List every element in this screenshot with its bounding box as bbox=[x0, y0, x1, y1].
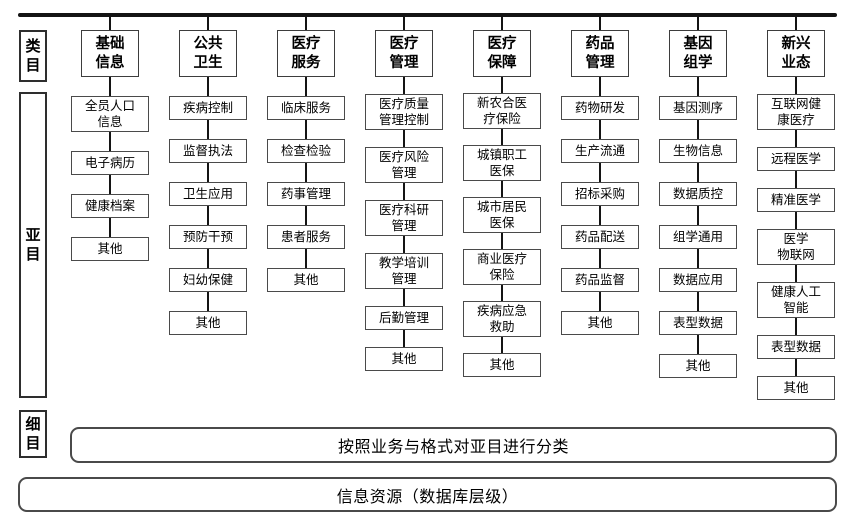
subcategory-box: 疾病应急 救助 bbox=[463, 301, 541, 337]
subcategory-box: 表型数据 bbox=[757, 335, 835, 359]
subcategory-box: 城镇职工 医保 bbox=[463, 145, 541, 181]
subcategory-box: 医疗质量 管理控制 bbox=[365, 94, 443, 130]
category-column-3: 医疗 服务临床服务检查检验药事管理患者服务其他 bbox=[264, 16, 348, 292]
category-header: 医疗 保障 bbox=[473, 30, 531, 77]
subcategory-box: 招标采购 bbox=[561, 182, 639, 206]
category-header: 基因 组学 bbox=[669, 30, 727, 77]
category-column-7: 基因 组学基因测序生物信息数据质控组学通用数据应用表型数据其他 bbox=[656, 16, 740, 378]
information-resource-banner: 信息资源（数据库层级） bbox=[18, 477, 837, 512]
category-header: 药品 管理 bbox=[571, 30, 629, 77]
subcategory-box: 医学 物联网 bbox=[757, 229, 835, 265]
subcategory-box: 预防干预 bbox=[169, 225, 247, 249]
connector-line bbox=[501, 16, 503, 376]
subcategory-box: 精准医学 bbox=[757, 188, 835, 212]
subcategory-box: 其他 bbox=[71, 237, 149, 261]
level-label-category: 类目 bbox=[19, 30, 47, 82]
connector-line bbox=[109, 16, 111, 260]
subcategory-box: 教学培训 管理 bbox=[365, 253, 443, 289]
category-column-4: 医疗 管理医疗质量 管理控制医疗风险 管理医疗科研 管理教学培训 管理后勤管理其… bbox=[362, 16, 446, 371]
connector-line bbox=[403, 16, 405, 370]
subcategory-box: 其他 bbox=[463, 353, 541, 377]
subcategory-box: 药事管理 bbox=[267, 182, 345, 206]
connector-line bbox=[207, 16, 209, 334]
subcategory-box: 生物信息 bbox=[659, 139, 737, 163]
subcategory-box: 药品配送 bbox=[561, 225, 639, 249]
category-column-6: 药品 管理药物研发生产流通招标采购药品配送药品监督其他 bbox=[558, 16, 642, 335]
subcategory-box: 健康档案 bbox=[71, 194, 149, 218]
subcategory-box: 药物研发 bbox=[561, 96, 639, 120]
subcategory-box: 检查检验 bbox=[267, 139, 345, 163]
subcategory-box: 其他 bbox=[267, 268, 345, 292]
subcategory-box: 新农合医 疗保险 bbox=[463, 93, 541, 129]
subcategory-box: 卫生应用 bbox=[169, 182, 247, 206]
subcategory-box: 数据质控 bbox=[659, 182, 737, 206]
subcategory-box: 患者服务 bbox=[267, 225, 345, 249]
subcategory-box: 生产流通 bbox=[561, 139, 639, 163]
category-header: 新兴 业态 bbox=[767, 30, 825, 77]
subcategory-box: 其他 bbox=[365, 347, 443, 371]
subcategory-box: 健康人工 智能 bbox=[757, 282, 835, 318]
subcategory-box: 组学通用 bbox=[659, 225, 737, 249]
subcategory-box: 远程医学 bbox=[757, 147, 835, 171]
subcategory-box: 临床服务 bbox=[267, 96, 345, 120]
category-column-5: 医疗 保障新农合医 疗保险城镇职工 医保城市居民 医保商业医疗 保险疾病应急 救… bbox=[460, 16, 544, 377]
subcategory-box: 互联网健 康医疗 bbox=[757, 94, 835, 130]
subcategory-box: 疾病控制 bbox=[169, 96, 247, 120]
subcategory-box: 数据应用 bbox=[659, 268, 737, 292]
category-column-8: 新兴 业态互联网健 康医疗远程医学精准医学医学 物联网健康人工 智能表型数据其他 bbox=[754, 16, 838, 400]
subcategory-box: 电子病历 bbox=[71, 151, 149, 175]
subcategory-box: 商业医疗 保险 bbox=[463, 249, 541, 285]
subcategory-box: 其他 bbox=[757, 376, 835, 400]
subcategory-box: 监督执法 bbox=[169, 139, 247, 163]
category-header: 医疗 服务 bbox=[277, 30, 335, 77]
detail-rule-banner: 按照业务与格式对亚目进行分类 bbox=[70, 427, 837, 463]
category-column-2: 公共 卫生疾病控制监督执法卫生应用预防干预妇幼保健其他 bbox=[166, 16, 250, 335]
level-label-detail: 细目 bbox=[19, 410, 47, 458]
category-column-1: 基础 信息全员人口 信息电子病历健康档案其他 bbox=[68, 16, 152, 261]
level-label-subcategory: 亚目 bbox=[19, 92, 47, 398]
subcategory-box: 城市居民 医保 bbox=[463, 197, 541, 233]
category-header: 医疗 管理 bbox=[375, 30, 433, 77]
subcategory-box: 妇幼保健 bbox=[169, 268, 247, 292]
subcategory-box: 基因测序 bbox=[659, 96, 737, 120]
category-header: 基础 信息 bbox=[81, 30, 139, 77]
subcategory-box: 其他 bbox=[659, 354, 737, 378]
subcategory-box: 医疗风险 管理 bbox=[365, 147, 443, 183]
top-connector-bar bbox=[18, 13, 837, 17]
subcategory-box: 其他 bbox=[169, 311, 247, 335]
subcategory-box: 后勤管理 bbox=[365, 306, 443, 330]
subcategory-box: 其他 bbox=[561, 311, 639, 335]
subcategory-box: 药品监督 bbox=[561, 268, 639, 292]
connector-line bbox=[599, 16, 601, 334]
subcategory-box: 全员人口 信息 bbox=[71, 96, 149, 132]
subcategory-box: 医疗科研 管理 bbox=[365, 200, 443, 236]
category-header: 公共 卫生 bbox=[179, 30, 237, 77]
subcategory-box: 表型数据 bbox=[659, 311, 737, 335]
